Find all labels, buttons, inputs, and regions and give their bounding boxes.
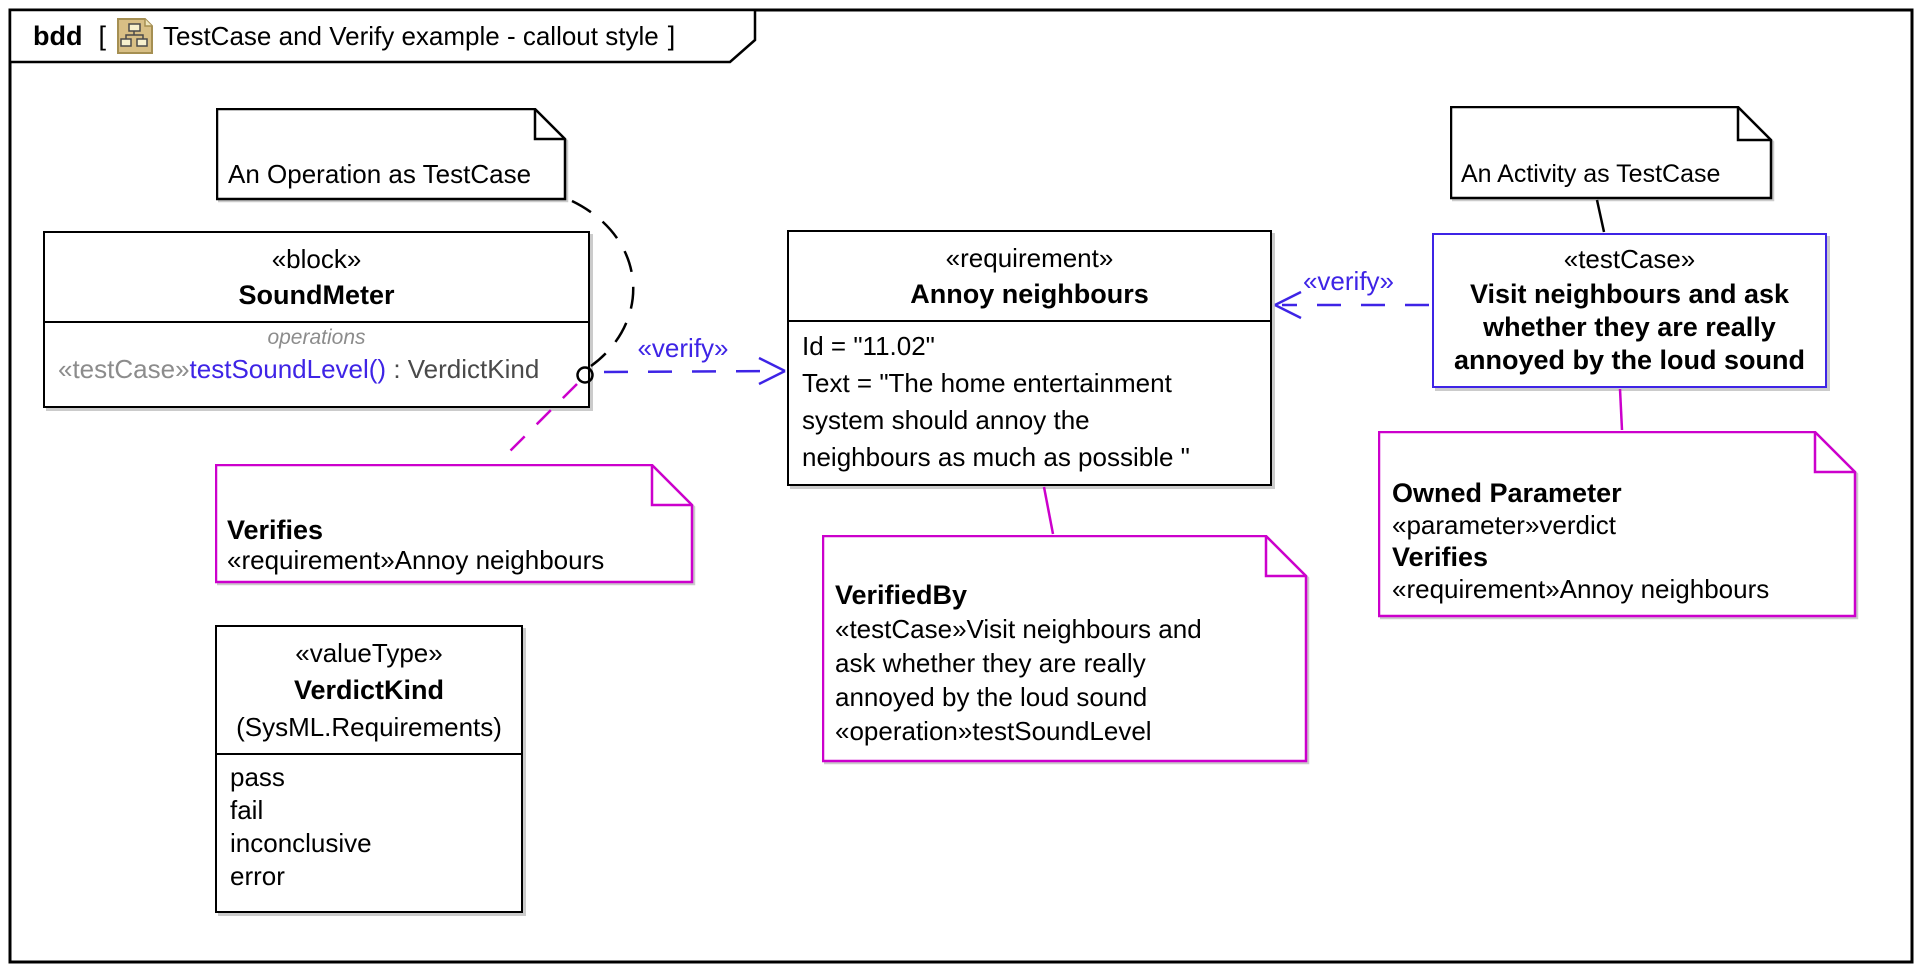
requirement-text-line-1: Text = "The home entertainment [802,368,1172,398]
literal-error: error [230,861,285,891]
operation-note-text: An Operation as TestCase [228,159,532,189]
owned-parameter-note-text: Owned Parameter «parameter»verdict Verif… [1392,477,1769,605]
verifiedby-note: VerifiedBy «testCase»Visit neighbours an… [822,535,1308,763]
frame-border [8,8,1914,964]
verdictkind-header: «valueType» VerdictKind (SysML.Requireme… [217,627,521,755]
soundmeter-stereotype: «block» [271,243,362,274]
frame-title-tab [8,8,757,64]
verifies-note: Verifies «requirement»Annoy neighbours [215,464,694,584]
soundmeter-header: «block» SoundMeter [45,233,588,323]
literal-pass: pass [230,762,285,792]
testcase-name-line-2: whether they are really [1483,312,1776,342]
owned-parameter-note: Owned Parameter «parameter»verdict Verif… [1378,431,1857,618]
verifiedby-note-title: VerifiedBy [835,580,968,610]
owned-parameter-title: Owned Parameter [1392,478,1622,508]
activity-note-text: An Activity as TestCase [1461,160,1721,188]
note-shape [216,108,567,201]
testcase-name-line-1: Visit neighbours and ask [1469,279,1790,309]
requirement-body: Id = "11.02" Text = "The home entertainm… [789,322,1270,476]
verifies-note-title: Verifies [227,515,324,545]
testcase-activity-box: «testCase» Visit neighbours and ask whet… [1432,233,1827,388]
requirement-name: Annoy neighbours [910,278,1149,309]
note-shape [215,464,694,584]
operation-note: An Operation as TestCase [216,108,567,201]
verify-label-right: «verify» [1302,266,1395,296]
title-close-bracket: ] [667,20,676,51]
verifies-note-body: «requirement»Annoy neighbours [227,545,605,575]
frame-title-bar: bdd [ TestCase and Verify example - call… [10,10,755,62]
operation-name-link: testSoundLevel() [189,354,387,384]
bdd-hierarchy-icon [116,17,154,55]
soundmeter-block: «block» SoundMeter operations «testCase»… [43,231,590,408]
soundmeter-name: SoundMeter [238,279,395,310]
diagram-kind-label: bdd [33,20,83,51]
verifiedby-line-2: ask whether they are really [835,648,1146,678]
activity-note: An Activity as TestCase [1450,106,1773,200]
testcase-name-line-3: annoyed by the loud sound [1454,345,1805,375]
soundmeter-operations-compartment: operations «testCase»testSoundLevel() : … [45,326,588,385]
requirement-text-line-3: neighbours as much as possible " [802,442,1190,472]
verifiedby-line-1: «testCase»Visit neighbours and [835,614,1202,644]
verifiedby-line-4: «operation»testSoundLevel [835,716,1152,746]
testcase-name: Visit neighbours and ask whether they ar… [1454,278,1805,377]
owned-parameter-line: «parameter»verdict [1392,510,1616,540]
testcase-operation: «testCase»testSoundLevel() : VerdictKind [45,354,588,385]
note-shape [1450,106,1773,200]
operations-compartment-label: operations [267,326,366,349]
note-shape [1378,431,1857,618]
verifies-note-text: Verifies «requirement»Annoy neighbours [227,515,604,575]
verify-label-left: «verify» [637,333,729,363]
verifiedby-line-3: annoyed by the loud sound [835,682,1148,712]
requirement-stereotype: «requirement» [945,242,1114,273]
owned-parameter-requirement-line: «requirement»Annoy neighbours [1392,574,1770,604]
verdictkind-literals: pass fail inconclusive error [217,755,521,893]
operation-stereotype: «testCase» [58,354,190,384]
requirement-block: «requirement» Annoy neighbours Id = "11.… [787,230,1272,486]
owned-parameter-verifies-title: Verifies [1392,542,1489,572]
verifiedby-note-text: VerifiedBy «testCase»Visit neighbours an… [835,578,1202,748]
diagram-title: TestCase and Verify example - callout st… [163,20,659,51]
verdictkind-name: VerdictKind [293,674,445,705]
operation-return-type: : VerdictKind [386,354,540,384]
requirement-text-line-2: system should annoy the [802,405,1090,435]
requirement-id-line: Id = "11.02" [802,331,935,361]
verdictkind-stereotype: «valueType» [295,637,443,668]
title-open-bracket: [ [98,20,106,51]
verdictkind-package: (SysML.Requirements) [236,711,502,742]
requirement-header: «requirement» Annoy neighbours [789,232,1270,322]
verdictkind-block: «valueType» VerdictKind (SysML.Requireme… [215,625,523,913]
literal-inconclusive: inconclusive [230,828,372,858]
literal-fail: fail [230,795,264,825]
testcase-stereotype: «testCase» [1563,244,1696,274]
note-shape [822,535,1308,763]
